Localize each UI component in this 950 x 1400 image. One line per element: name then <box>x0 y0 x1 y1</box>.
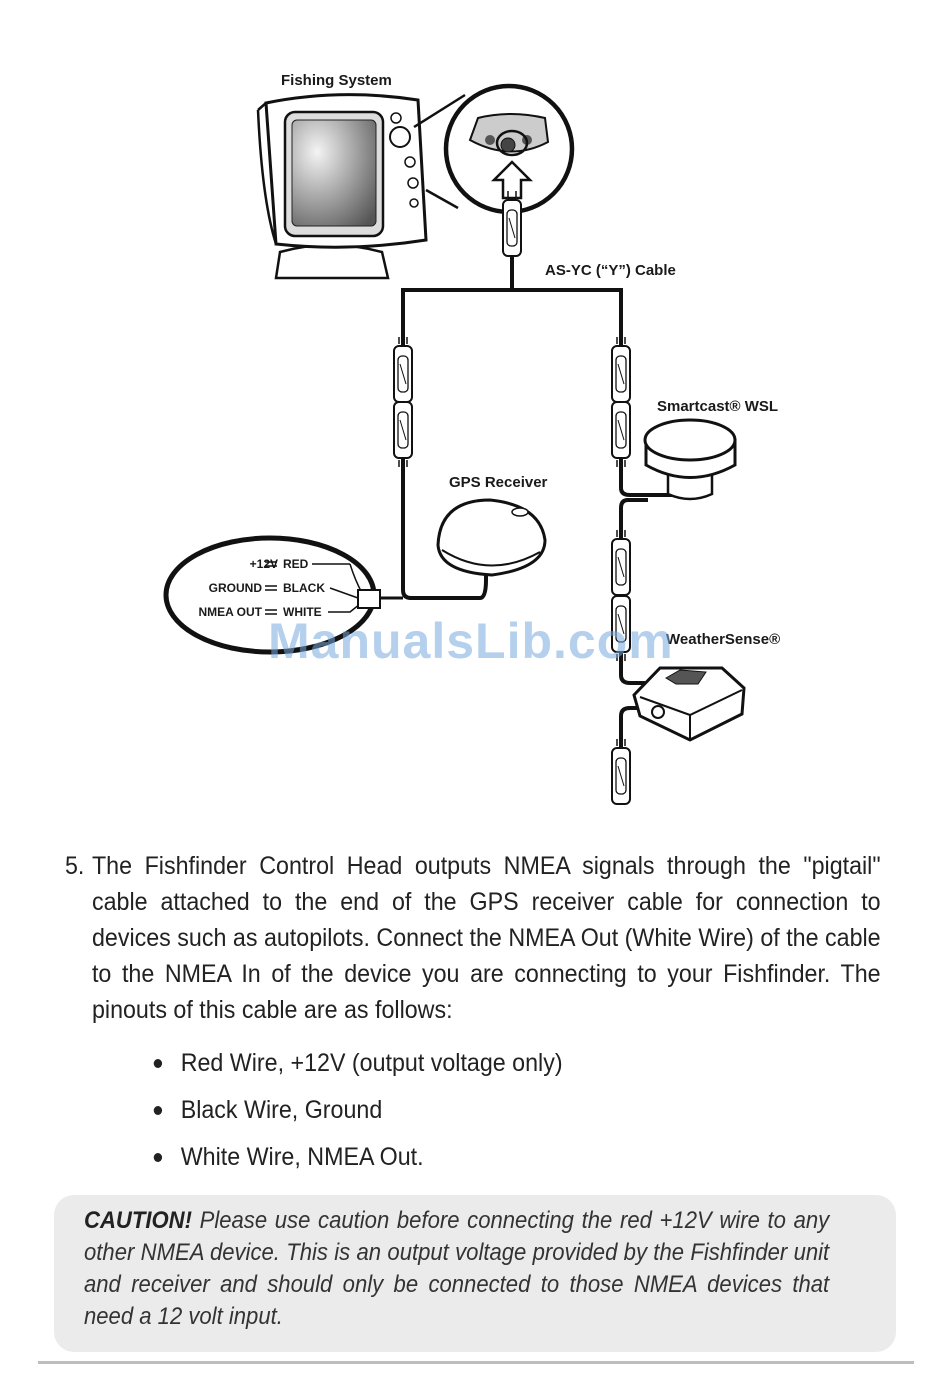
connector-left-2 <box>393 401 413 468</box>
connector-left-1 <box>393 336 413 403</box>
label-fishing-system: Fishing System <box>281 72 392 89</box>
watermark: ManualsLib.com <box>268 613 674 669</box>
gps-receiver-device <box>436 498 547 577</box>
label-smartcast-wsl: Smartcast® WSL <box>657 398 778 415</box>
connector-right-3 <box>611 529 631 596</box>
list-item: Black Wire, Ground <box>150 1087 563 1134</box>
caution-box: CAUTION! Please use caution before conne… <box>54 1195 896 1352</box>
label-weathersense: WeatherSense® <box>666 631 780 648</box>
connector-com-top <box>502 190 522 257</box>
y-cable-lines <box>401 256 678 750</box>
pin-signal-3: NMEA OUT <box>198 605 262 619</box>
bullet-icon <box>153 1059 163 1068</box>
pin-color-2: BLACK <box>283 581 325 595</box>
caution-body: Please use caution before connecting the… <box>84 1207 830 1330</box>
fishing-system-unit <box>256 93 428 280</box>
pinout-callout: +12V RED GROUND BLACK NMEA OUT WHITE <box>163 535 381 655</box>
weathersense-device <box>632 666 746 742</box>
step-number: 5. <box>65 852 85 880</box>
list-item: Red Wire, +12V (output voltage only) <box>150 1040 563 1087</box>
smartcast-wsl-device <box>643 418 737 501</box>
pin-color-3: WHITE <box>283 605 322 619</box>
connector-detail <box>443 83 575 215</box>
connector-right-2 <box>611 401 631 468</box>
label-gps-receiver: GPS Receiver <box>449 474 548 491</box>
caution-title: CAUTION! <box>84 1207 192 1234</box>
pin-signal-2: GROUND <box>209 581 263 595</box>
list-item: White Wire, NMEA Out. <box>150 1134 563 1181</box>
list-item-text: White Wire, NMEA Out. <box>180 1143 424 1171</box>
list-item-text: Black Wire, Ground <box>180 1096 383 1124</box>
step-text: The Fishfinder Control Head outputs NMEA… <box>91 852 881 1024</box>
step-5: 5. The Fishfinder Control Head outputs N… <box>65 848 881 1028</box>
pin-color-1: RED <box>283 557 309 571</box>
bullet-icon <box>153 1153 163 1162</box>
bullet-icon <box>153 1106 163 1115</box>
connector-right-1 <box>611 336 631 403</box>
list-item-text: Red Wire, +12V (output voltage only) <box>180 1049 563 1077</box>
pin-signal-1: +12V <box>250 557 278 571</box>
label-y-cable: AS-YC (“Y”) Cable <box>545 262 676 279</box>
wiring-diagram: +12V RED GROUND BLACK NMEA OUT WHITE Fis… <box>163 72 780 805</box>
connector-bottom <box>611 738 631 805</box>
caution-text: CAUTION! Please use caution before conne… <box>84 1205 829 1333</box>
footer-rule <box>38 1361 914 1364</box>
pinout-list: Red Wire, +12V (output voltage only) Bla… <box>150 1040 563 1181</box>
